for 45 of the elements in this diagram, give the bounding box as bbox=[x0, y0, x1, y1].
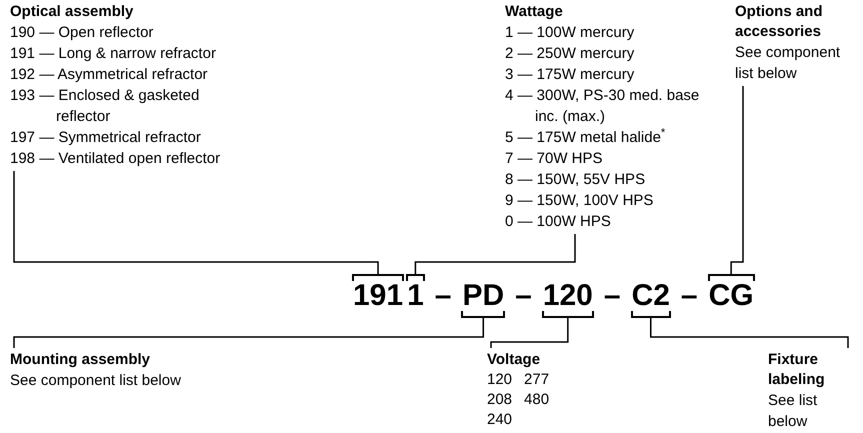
voltage-value: 120 bbox=[487, 370, 512, 390]
code-segment: 1 bbox=[406, 274, 425, 318]
option-item: 191 — Long & narrow refractor bbox=[10, 44, 217, 64]
separator-dash: – bbox=[514, 281, 533, 311]
option-item: 193 — Enclosed & gasketed reflector bbox=[10, 86, 200, 127]
option-item: 7 — 70W HPS bbox=[505, 149, 604, 169]
option-item: 4 — 300W, PS-30 med. base inc. (max.) bbox=[505, 86, 700, 127]
option-item: 3 — 175W mercury bbox=[505, 65, 636, 85]
code-segment: 191 bbox=[352, 274, 404, 318]
leader-line bbox=[490, 318, 569, 348]
leader-line bbox=[414, 234, 576, 274]
separator-dash: – bbox=[434, 281, 452, 311]
option-item: 192 — Asymmetrical refractor bbox=[10, 65, 209, 85]
option-item: See component list below bbox=[10, 371, 182, 391]
option-item: 2 — 250W mercury bbox=[505, 44, 636, 64]
option-item: 0 — 100W HPS bbox=[505, 212, 612, 232]
voltage-value: 208 bbox=[487, 390, 512, 410]
section-heading: Mounting assembly bbox=[10, 350, 152, 370]
option-item: 197 — Symmetrical refractor bbox=[10, 128, 202, 148]
option-item: See component list below bbox=[735, 43, 842, 84]
code-segment: 120 bbox=[542, 274, 594, 318]
voltage-value: 277 bbox=[524, 370, 550, 390]
option-item: 5 — 175W metal halide$^{*}$ bbox=[505, 127, 666, 148]
voltage-value: 240 bbox=[487, 410, 512, 430]
leader-line bbox=[650, 318, 849, 348]
section-heading: Fixture labeling bbox=[768, 350, 826, 390]
option-item: See list below bbox=[768, 391, 818, 432]
separator-dash: – bbox=[602, 281, 622, 311]
leader-line bbox=[13, 171, 379, 274]
option-item: 198 — Ventilated open reflector bbox=[10, 149, 222, 169]
section-heading: Optical assembly bbox=[10, 2, 134, 22]
leader-line bbox=[13, 318, 484, 348]
option-item: 9 — 150W, 100V HPS bbox=[505, 191, 654, 211]
code-segment: C2 bbox=[630, 274, 671, 318]
option-item: 8 — 150W, 55V HPS bbox=[505, 170, 646, 190]
option-item: 1 — 100W mercury bbox=[505, 23, 636, 43]
code-segment: PD bbox=[461, 274, 506, 318]
code-segment: CG bbox=[708, 274, 755, 318]
section-heading: Voltage bbox=[487, 350, 542, 370]
option-item: 190 — Open reflector bbox=[10, 23, 154, 43]
section-heading: Options and accessories bbox=[735, 2, 824, 42]
leader-line bbox=[730, 86, 744, 274]
separator-dash: – bbox=[680, 281, 699, 311]
section-heading: Wattage bbox=[505, 2, 564, 22]
voltage-value: 480 bbox=[524, 390, 550, 410]
